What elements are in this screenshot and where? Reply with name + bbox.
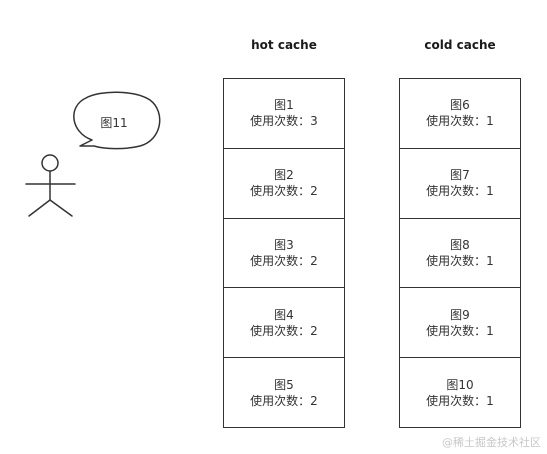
hot-cache-column: 图1 使用次数：3 图2 使用次数：2 图3 使用次数：2 图4 使用次数：2 … bbox=[223, 78, 345, 428]
hot-cache-title: hot cache bbox=[251, 38, 317, 52]
cache-item-name: 图1 bbox=[274, 98, 294, 113]
cold-cache-title: cold cache bbox=[424, 38, 496, 52]
stick-figure-icon bbox=[25, 154, 76, 217]
cache-cell: 图4 使用次数：2 bbox=[224, 288, 344, 359]
cache-cell: 图7 使用次数：1 bbox=[400, 149, 520, 219]
cache-item-usage: 使用次数：1 bbox=[426, 253, 494, 268]
cache-item-name: 图6 bbox=[450, 98, 470, 113]
cache-cell: 图5 使用次数：2 bbox=[224, 358, 344, 427]
cache-cell: 图8 使用次数：1 bbox=[400, 219, 520, 289]
cache-item-usage: 使用次数：2 bbox=[250, 184, 318, 199]
cache-cell: 图9 使用次数：1 bbox=[400, 288, 520, 359]
cache-cell: 图10 使用次数：1 bbox=[400, 358, 520, 427]
cache-item-usage: 使用次数：2 bbox=[250, 253, 318, 268]
cache-cell: 图2 使用次数：2 bbox=[224, 149, 344, 219]
cache-cell: 图6 使用次数：1 bbox=[400, 79, 520, 149]
cache-item-name: 图10 bbox=[446, 377, 474, 392]
cache-item-usage: 使用次数：1 bbox=[426, 114, 494, 129]
speech-bubble bbox=[73, 91, 161, 150]
watermark: @稀土掘金技术社区 bbox=[442, 436, 541, 449]
speech-bubble-text: 图11 bbox=[100, 116, 128, 130]
cache-item-name: 图3 bbox=[274, 237, 294, 252]
cache-item-usage: 使用次数：2 bbox=[250, 393, 318, 408]
cache-item-name: 图9 bbox=[450, 307, 470, 322]
cache-item-name: 图7 bbox=[450, 168, 470, 183]
cache-cell: 图3 使用次数：2 bbox=[224, 219, 344, 289]
cache-item-usage: 使用次数：3 bbox=[250, 114, 318, 129]
cache-item-usage: 使用次数：1 bbox=[426, 393, 494, 408]
cache-item-name: 图5 bbox=[274, 377, 294, 392]
cache-item-name: 图8 bbox=[450, 237, 470, 252]
cold-cache-column: 图6 使用次数：1 图7 使用次数：1 图8 使用次数：1 图9 使用次数：1 … bbox=[399, 78, 521, 428]
cache-item-usage: 使用次数：1 bbox=[426, 184, 494, 199]
cache-item-name: 图4 bbox=[274, 307, 294, 322]
cache-item-name: 图2 bbox=[274, 168, 294, 183]
cache-cell: 图1 使用次数：3 bbox=[224, 79, 344, 149]
cache-item-usage: 使用次数：1 bbox=[426, 323, 494, 338]
cache-item-usage: 使用次数：2 bbox=[250, 323, 318, 338]
